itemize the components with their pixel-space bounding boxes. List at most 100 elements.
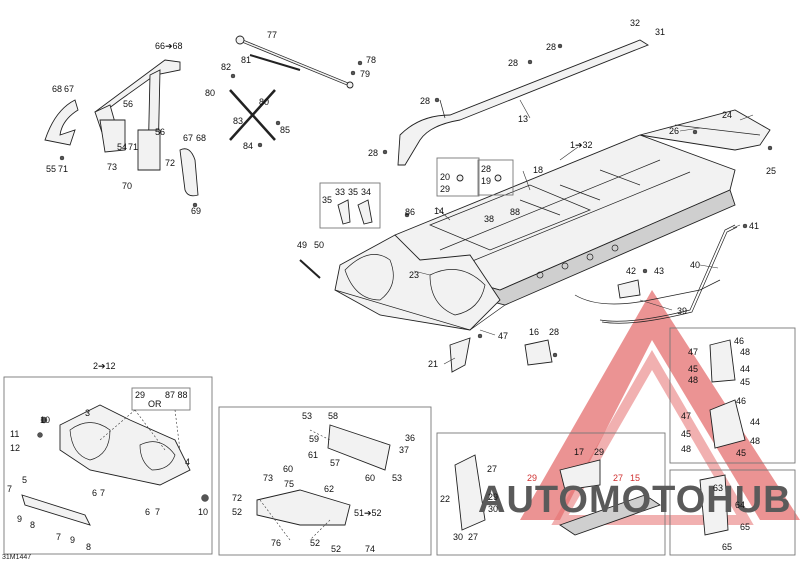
callout-29: 29	[527, 473, 537, 483]
callout-10: 10	[198, 507, 208, 517]
callout-81: 81	[241, 55, 251, 65]
callout-70: 70	[122, 181, 132, 191]
callout-45: 45	[736, 448, 746, 458]
callout-54: 54	[117, 142, 127, 152]
callout-28: 28	[481, 164, 491, 174]
diagram-reference-code: 31M1447	[2, 554, 32, 561]
callout-9: 9	[70, 535, 75, 545]
callout-42: 42	[626, 266, 636, 276]
callout-60: 60	[283, 464, 293, 474]
callout-69: 69	[191, 206, 201, 216]
callout-14: 14	[434, 206, 444, 216]
callout-39: 39	[677, 306, 687, 316]
callout-45: 45	[681, 429, 691, 439]
callout-27: 27	[487, 464, 497, 474]
callout-41: 41	[749, 221, 759, 231]
callout-52: 52	[310, 538, 320, 548]
callout-25: 25	[766, 166, 776, 176]
box-front-frame	[3, 376, 213, 555]
callout-52: 52	[331, 544, 341, 554]
callout-61: 61	[308, 450, 318, 460]
callout-28: 28	[549, 327, 559, 337]
box-cross-members	[218, 406, 432, 556]
callout-31: 31	[655, 27, 665, 37]
callout-85: 85	[280, 125, 290, 135]
callout-29: 29	[594, 447, 604, 457]
callout-50: 50	[314, 240, 324, 250]
callout-68: 68	[52, 84, 62, 94]
callout-71: 71	[128, 142, 138, 152]
callout-73: 73	[263, 473, 273, 483]
callout-3: 3	[85, 408, 90, 418]
callout-67: 67	[64, 84, 74, 94]
callout-65: 65	[740, 522, 750, 532]
callout-47: 47	[688, 347, 698, 357]
callout-8: 8	[30, 520, 35, 530]
callout-10: 10	[40, 415, 50, 425]
callout-or: OR	[148, 399, 162, 409]
callout-9: 9	[17, 514, 22, 524]
callout-18: 18	[533, 165, 543, 175]
callout-72: 72	[165, 158, 175, 168]
callout-8: 8	[86, 542, 91, 552]
callout-46: 46	[734, 336, 744, 346]
callout-40: 40	[690, 260, 700, 270]
callout-7: 7	[56, 532, 61, 542]
callout-2-12: 2➔12	[93, 361, 116, 371]
callout-78: 78	[366, 55, 376, 65]
front-bulkhead	[334, 234, 506, 331]
callout-82: 82	[221, 62, 231, 72]
watermark-logo	[520, 290, 800, 525]
svg-text:AUTOMOTOHUB: AUTOMOTOHUB	[478, 479, 792, 521]
callout-26: 26	[669, 126, 679, 136]
callout-5: 5	[22, 475, 27, 485]
callout-48: 48	[681, 444, 691, 454]
callout-37: 37	[399, 445, 409, 455]
callout-66-68: 66➔68	[155, 41, 183, 51]
callout-44: 44	[750, 417, 760, 427]
callout-45: 45	[740, 377, 750, 387]
callout-47: 47	[681, 411, 691, 421]
callout-48: 48	[688, 375, 698, 385]
callout-48: 48	[740, 347, 750, 357]
callout-60: 60	[365, 473, 375, 483]
callout-28: 28	[508, 58, 518, 68]
callout-79: 79	[360, 69, 370, 79]
callout-19: 19	[481, 176, 491, 186]
callout-17: 17	[574, 447, 584, 457]
rear-bumper	[639, 109, 771, 151]
callout-63: 63	[713, 483, 723, 493]
callout-30: 30	[488, 504, 498, 514]
callout-24: 24	[722, 110, 732, 120]
callout-32: 32	[630, 18, 640, 28]
callout-33: 33	[335, 187, 345, 197]
callout-47: 47	[498, 331, 508, 341]
hardware-fasteners	[59, 43, 773, 358]
callout-80: 80	[205, 88, 215, 98]
callout-6: 6	[92, 488, 97, 498]
callout-46: 46	[736, 396, 746, 406]
callout-52: 52	[232, 507, 242, 517]
callout-56: 56	[155, 127, 165, 137]
callout-28: 28	[368, 148, 378, 158]
callout-7: 7	[155, 507, 160, 517]
callout-35: 35	[348, 187, 358, 197]
callout-13: 13	[518, 114, 528, 124]
watermark-text: AUTOMOTOHUB	[478, 479, 792, 521]
callout-28: 28	[420, 96, 430, 106]
callout-7: 7	[7, 484, 12, 494]
callout-34: 34	[361, 187, 371, 197]
callout-28: 28	[546, 42, 556, 52]
callout-48: 48	[750, 436, 760, 446]
callout-58: 58	[328, 411, 338, 421]
box-footrest	[436, 432, 666, 556]
callout-11: 11	[10, 429, 19, 439]
callout-88: 88	[510, 207, 520, 217]
callout-51-52: 51➔52	[354, 508, 382, 518]
callout-16: 16	[529, 327, 539, 337]
callout-38: 38	[484, 214, 494, 224]
callout-36: 36	[405, 433, 415, 443]
callout-29-or: 29	[135, 390, 145, 400]
callout-1-32: 1➔32	[570, 140, 593, 150]
callout-84: 84	[243, 141, 253, 151]
